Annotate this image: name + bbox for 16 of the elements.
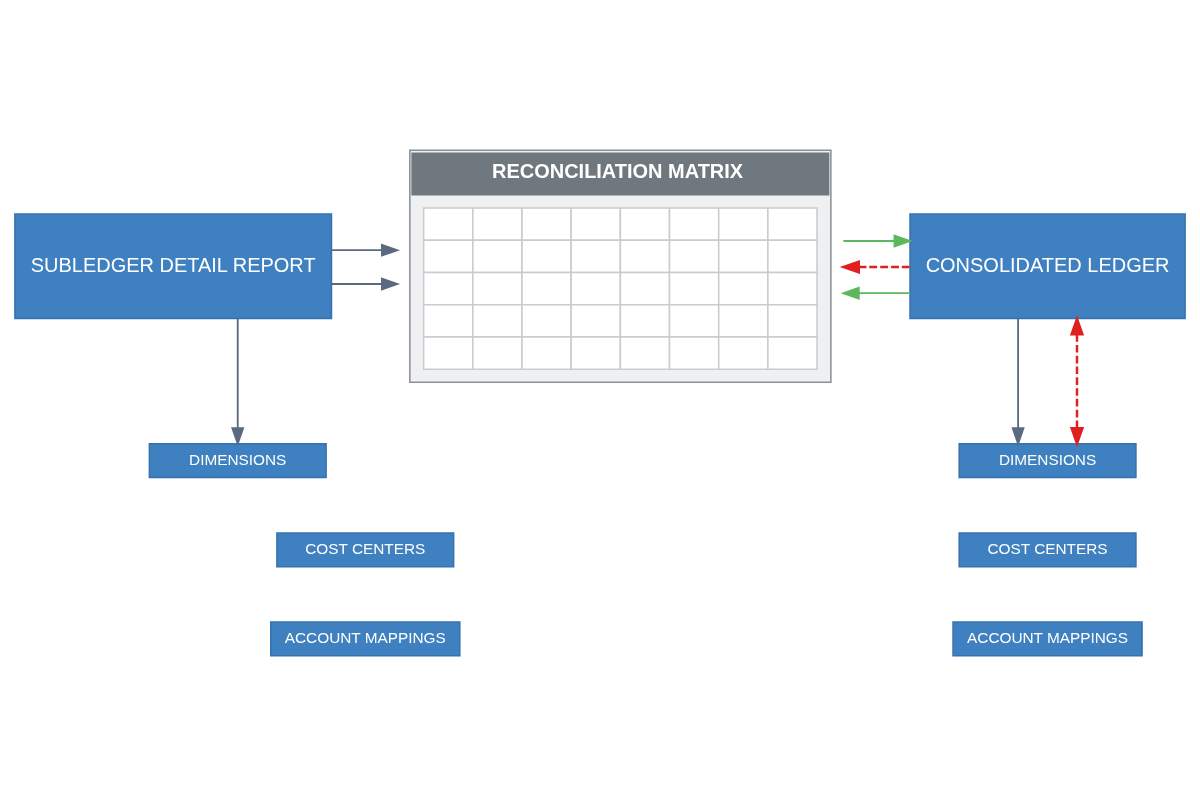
arrow	[231, 318, 245, 447]
arrow	[330, 243, 401, 257]
node-box: DIMENSIONS	[958, 443, 1137, 479]
node-box: COST CENTERS	[958, 532, 1137, 568]
arrow	[840, 286, 911, 300]
node-box: COST CENTERS	[276, 532, 455, 568]
node-box: CONSOLIDATED LEDGER	[909, 213, 1186, 320]
node-box: SUBLEDGER DETAIL REPORT	[14, 213, 333, 320]
arrow	[842, 234, 913, 248]
node-box: ACCOUNT MAPPINGS	[270, 621, 461, 657]
arrow	[330, 277, 401, 291]
arrow	[1069, 315, 1085, 448]
arrow	[839, 259, 910, 275]
node-box: ACCOUNT MAPPINGS	[952, 621, 1143, 657]
arrow	[1011, 318, 1025, 447]
node-box: DIMENSIONS	[148, 443, 327, 479]
